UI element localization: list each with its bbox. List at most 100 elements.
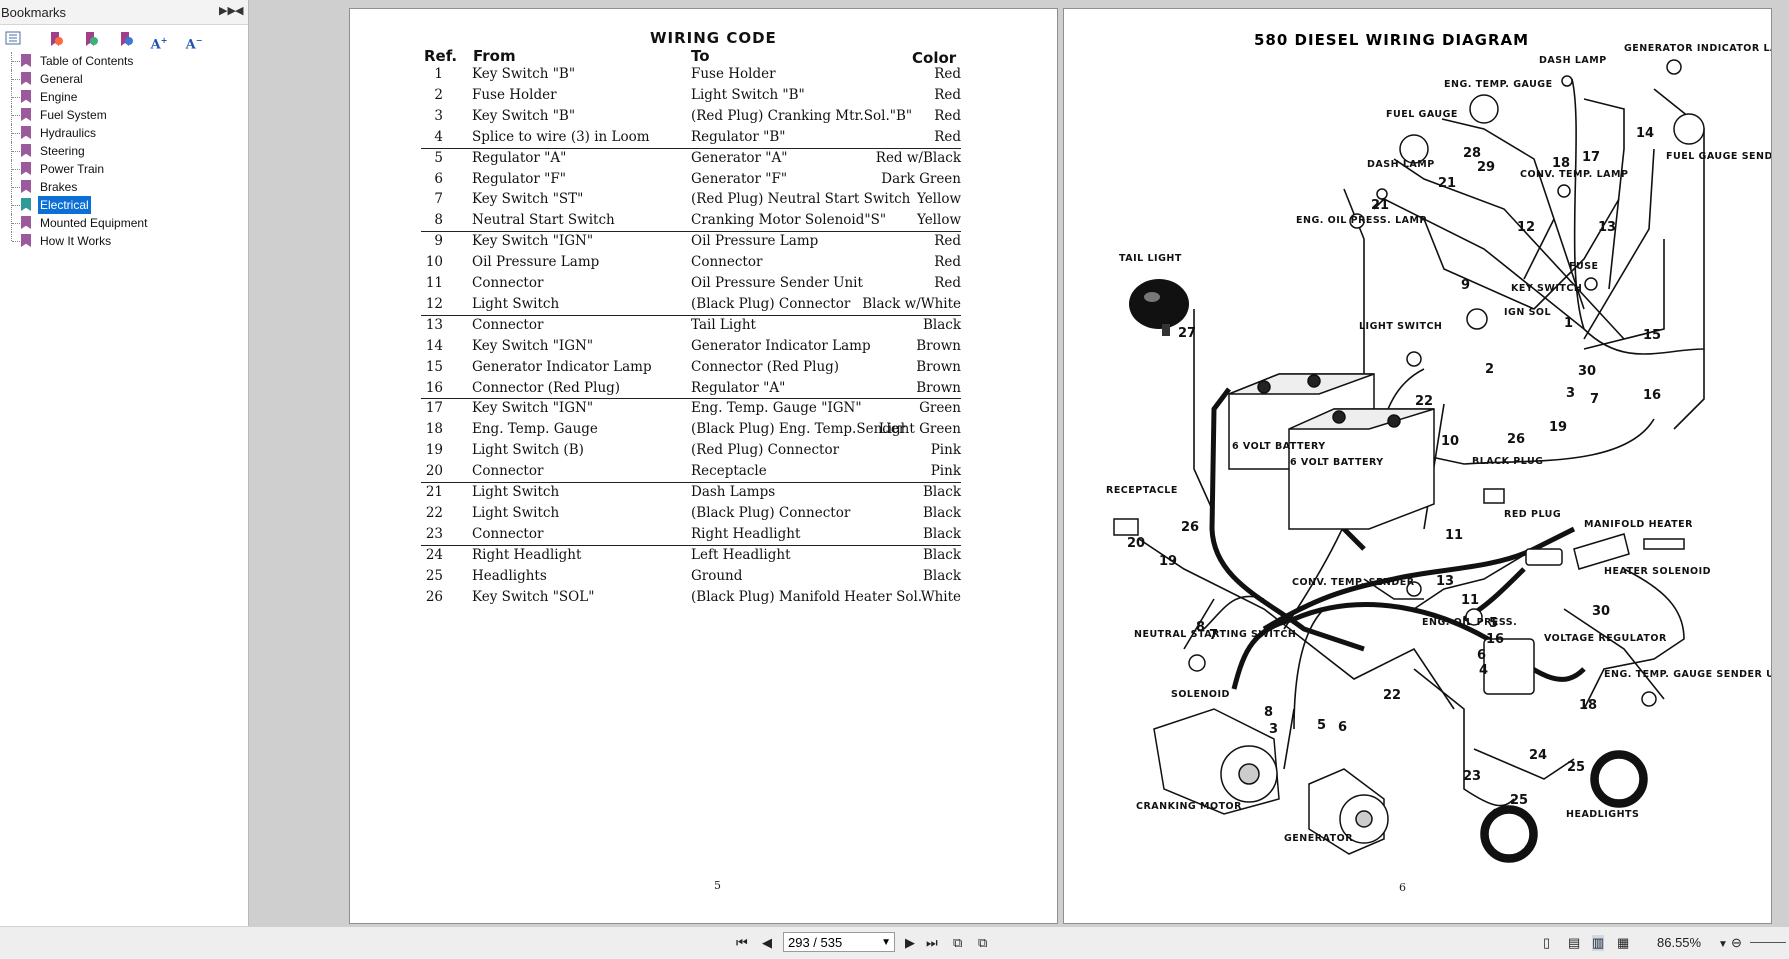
svg-text:RED PLUG: RED PLUG: [1504, 509, 1561, 520]
bookmark-table-of-contents[interactable]: Table of Contents: [0, 52, 248, 70]
row-group-separator: [421, 231, 961, 233]
bookmark-brakes[interactable]: Brakes: [0, 178, 248, 196]
wiring-ref: 2: [434, 86, 443, 103]
zoom-level[interactable]: 86.55%: [1657, 935, 1702, 950]
wiring-color: Green: [919, 400, 961, 417]
continuous-view-icon[interactable]: ▤: [1568, 935, 1581, 950]
svg-text:VOLTAGE REGULATOR: VOLTAGE REGULATOR: [1544, 633, 1667, 644]
bookmark-properties-icon[interactable]: [82, 31, 100, 49]
bookmark-power-train[interactable]: Power Train: [0, 160, 248, 178]
wiring-to: Receptacle: [691, 463, 767, 480]
wiring-color: Dark Green: [881, 170, 961, 187]
text-size-decrease-icon[interactable]: A−: [185, 35, 203, 53]
wiring-to: Generator Indicator Lamp: [691, 337, 871, 354]
next-view-icon[interactable]: ⧉: [978, 935, 988, 950]
wiring-to: Eng. Temp. Gauge "IGN": [691, 400, 862, 417]
bookmark-fuel-system[interactable]: Fuel System: [0, 106, 248, 124]
header-color: Color: [912, 49, 957, 67]
page-number-left: 5: [714, 879, 721, 892]
wiring-ref: 10: [425, 254, 443, 271]
document-page-right: 580 DIESEL WIRING DIAGRAM: [1063, 8, 1772, 924]
wiring-ref: 21: [425, 484, 443, 500]
wiring-from: Connector: [472, 463, 544, 480]
wire-number-label: 16: [1486, 632, 1504, 647]
svg-text:HEADLIGHTS: HEADLIGHTS: [1566, 809, 1639, 820]
wiring-color: Black: [922, 504, 961, 521]
previous-page-icon[interactable]: ◀: [762, 935, 772, 950]
wire-number-label: 4: [1479, 663, 1488, 678]
first-page-icon[interactable]: ⏮: [736, 935, 748, 950]
wiring-color: Brown: [916, 379, 961, 396]
expand-panel-icon[interactable]: ▶▶: [219, 5, 236, 17]
wiring-to: (Black Plug) Eng. Temp.Sender: [691, 421, 906, 438]
last-page-icon[interactable]: ⏭: [926, 935, 938, 950]
wiring-color: Red: [934, 128, 961, 145]
bookmark-general[interactable]: General: [0, 70, 248, 88]
bookmark-mounted-equipment[interactable]: Mounted Equipment: [0, 214, 248, 232]
wiring-color: Light Green: [878, 421, 961, 438]
wiring-to: Generator "F": [691, 170, 788, 187]
bookmark-steering[interactable]: Steering: [0, 142, 248, 160]
bookmark-electrical[interactable]: Electrical: [0, 196, 248, 214]
add-bookmark-icon[interactable]: [47, 31, 65, 49]
bookmark-how-it-works[interactable]: How It Works: [0, 232, 248, 250]
two-page-continuous-icon[interactable]: ▦: [1617, 935, 1630, 950]
zoom-dropdown-icon[interactable]: ▼: [1718, 939, 1728, 950]
wire-number-label: 14: [1636, 126, 1654, 141]
wire-number-label: 6: [1338, 720, 1347, 735]
page-number-field[interactable]: 293 / 535▼: [783, 932, 895, 952]
find-bookmark-icon[interactable]: [117, 31, 135, 49]
wiring-to: (Black Plug) Manifold Heater Sol.: [691, 588, 923, 605]
two-page-view-icon[interactable]: ▥: [1592, 935, 1605, 951]
svg-text:NEUTRAL STARTING SWITCH: NEUTRAL STARTING SWITCH: [1134, 629, 1296, 640]
wiring-to: (Black Plug) Connector: [691, 295, 851, 312]
header-from: From: [473, 47, 516, 65]
bookmark-icon: [21, 54, 31, 67]
wiring-color: Red: [934, 275, 961, 291]
bookmarks-title: Bookmarks: [1, 5, 67, 20]
bookmark-icon: [21, 126, 31, 139]
previous-view-icon[interactable]: ⧉: [953, 935, 963, 950]
wiring-from: Key Switch "SOL": [472, 588, 595, 605]
svg-text:SOLENOID: SOLENOID: [1171, 689, 1230, 700]
row-group-separator: [421, 482, 961, 483]
wiring-ref: 14: [425, 337, 443, 354]
bookmark-options-icon[interactable]: [4, 31, 22, 49]
next-page-icon[interactable]: ▶: [905, 935, 915, 950]
wiring-from: Regulator "A": [472, 149, 567, 166]
page-dropdown-icon[interactable]: ▼: [881, 937, 891, 948]
bookmark-icon: [21, 216, 31, 229]
wiring-to: Right Headlight: [691, 525, 801, 542]
wire-number-label: 8: [1196, 620, 1205, 635]
wiring-ref: 20: [425, 463, 443, 480]
wiring-ref: 25: [425, 567, 443, 584]
wire-number-label: 26: [1507, 432, 1525, 447]
wiring-color: Pink: [930, 442, 961, 459]
panel-splitter[interactable]: [249, 0, 255, 940]
wire-lines: [1138, 78, 1705, 845]
zoom-slider[interactable]: [1750, 942, 1786, 943]
wiring-from: Regulator "F": [472, 170, 566, 187]
wire-number-label: 3: [1566, 386, 1575, 401]
bookmark-icon: [21, 72, 31, 85]
bookmark-icon: [21, 144, 31, 157]
wiring-to: Ground: [691, 567, 743, 584]
zoom-out-icon[interactable]: ⊖: [1731, 935, 1742, 950]
wire-number-label: 1: [1564, 316, 1573, 331]
bookmark-hydraulics[interactable]: Hydraulics: [0, 124, 248, 142]
collapse-panel-icon[interactable]: ◀: [235, 5, 244, 17]
bookmarks-header: Bookmarks ▶▶ ◀: [0, 0, 248, 25]
svg-text:GENERATOR: GENERATOR: [1284, 833, 1353, 844]
bookmark-engine[interactable]: Engine: [0, 88, 248, 106]
text-size-increase-icon[interactable]: A+: [150, 35, 168, 53]
single-page-view-icon[interactable]: ▯: [1543, 935, 1551, 950]
wiring-color: Red: [934, 107, 961, 124]
bookmark-label: Electrical: [38, 196, 91, 214]
wiring-ref: 1: [434, 66, 443, 82]
bookmarks-panel: Bookmarks ▶▶ ◀ A+ A− Table of Contents G…: [0, 0, 249, 958]
